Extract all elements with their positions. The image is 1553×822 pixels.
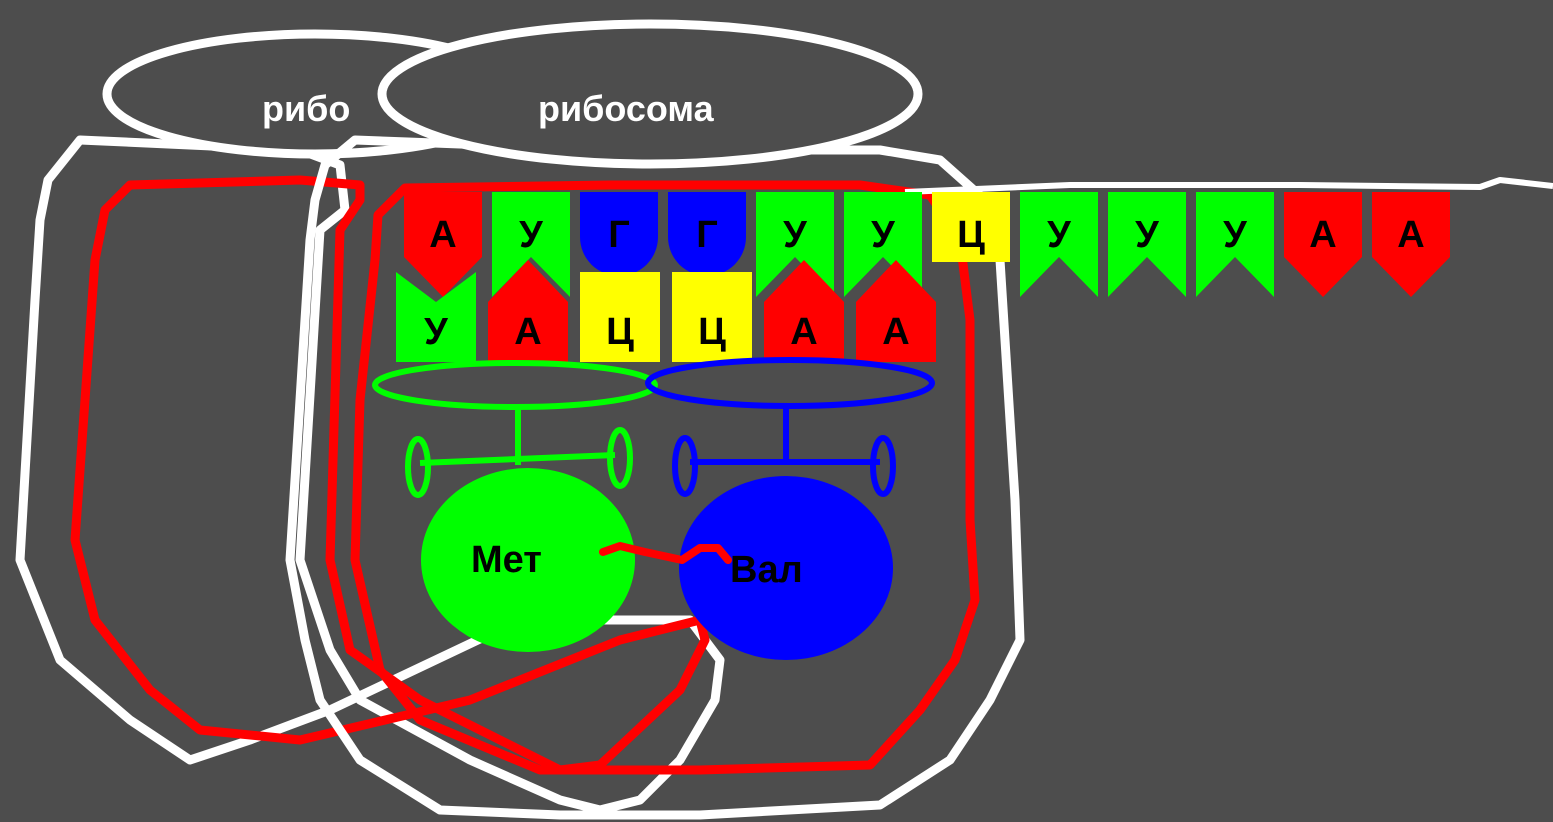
ribosome-front-label: рибосома <box>538 88 715 129</box>
mrna-base-letter: А <box>1309 214 1336 256</box>
mrna-base-shape <box>580 192 658 276</box>
amino-acid-met-circle <box>421 468 635 652</box>
trna-anticodon-letter: Ц <box>606 311 634 353</box>
trna-met-arm-right-loop <box>607 427 633 489</box>
trna-val-arm-left-loop <box>672 435 698 497</box>
ribosome-front-label-oval <box>377 19 923 169</box>
trna-val-arm-right-loop <box>870 435 896 497</box>
trna-anticodon-letter: А <box>514 311 541 353</box>
mrna-base: Г <box>668 192 746 276</box>
mrna-base-shape <box>1108 192 1186 297</box>
trna-anticodon-base: У <box>396 272 476 362</box>
trna-anticodon-letter: А <box>882 311 909 353</box>
mrna-base-shape <box>932 192 1010 262</box>
trna-val-head <box>645 357 935 409</box>
mrna-base-letter: Г <box>608 214 630 256</box>
ribosome-front: рибосома <box>285 19 1025 820</box>
mrna-base: У <box>1108 192 1186 297</box>
trna-met-arm <box>419 452 616 466</box>
mrna-base-shape <box>404 192 482 297</box>
mrna-base: У <box>492 192 570 297</box>
trna-met <box>372 360 658 498</box>
ribosome-back-label: рибо <box>262 88 350 129</box>
mrna-strand <box>904 177 1553 195</box>
trna-val <box>645 357 935 497</box>
trna-anticodon-shape <box>856 260 936 362</box>
trna-anticodon-shape <box>764 260 844 362</box>
mrna-base-letter: Г <box>696 214 718 256</box>
mrna-base-letter: Ц <box>957 214 985 256</box>
mrna-base-letter: А <box>1397 214 1424 256</box>
ribosome-front-body <box>350 180 980 775</box>
mrna-base-shape <box>492 192 570 297</box>
amino-acid-met: Мет <box>421 468 635 652</box>
mrna-base: У <box>756 192 834 297</box>
mrna-base: А <box>1284 192 1362 297</box>
trna-anticodon-shape <box>672 272 752 362</box>
mrna-base-shape <box>1372 192 1450 297</box>
mrna-base-shape <box>668 192 746 276</box>
trna-anticodon-letter: Ц <box>698 311 726 353</box>
trna-anticodon-base: А <box>856 260 936 362</box>
mrna-base: У <box>1020 192 1098 297</box>
trna-anticodon-shape <box>580 272 660 362</box>
mrna-base-shape <box>1284 192 1362 297</box>
mrna-base: А <box>404 192 482 297</box>
amino-acid-val-circle <box>679 476 893 660</box>
mrna-base-letter: А <box>429 214 456 256</box>
trna-anticodon-base: Ц <box>580 272 660 362</box>
mrna-base-shape <box>1196 192 1274 297</box>
trna-anticodon-base: А <box>488 260 568 362</box>
trna-anticodon-letter: У <box>424 311 448 353</box>
mrna-base-letter: У <box>783 214 807 256</box>
trna-anticodon-letter: А <box>790 311 817 353</box>
ribosome-back-outline <box>15 135 725 815</box>
ribosome-front-outline <box>285 135 1025 820</box>
mrna-base: А <box>1372 192 1450 297</box>
trna-anticodon-shape <box>488 260 568 362</box>
mrna-base: У <box>1196 192 1274 297</box>
amino-acid-val-label: Вал <box>730 549 803 591</box>
mrna-base-shape <box>1020 192 1098 297</box>
mrna-base-letter: У <box>1135 214 1159 256</box>
mrna-base-letter: У <box>519 214 543 256</box>
mrna-base-letter: У <box>1223 214 1247 256</box>
trna-met-arm-left-loop <box>405 436 431 498</box>
peptide-bond <box>599 542 732 564</box>
mrna-base-shape <box>756 192 834 297</box>
amino-acid-val: Вал <box>679 476 893 660</box>
trna-anticodon-base: А <box>764 260 844 362</box>
amino-acid-met-label: Мет <box>471 539 542 581</box>
ribosome-back-body <box>70 175 710 775</box>
trna-met-head <box>372 360 658 410</box>
mrna-base: Г <box>580 192 658 276</box>
mrna-base-letter: У <box>871 214 895 256</box>
mrna-base: Ц <box>932 192 1010 262</box>
mrna-base-letter: У <box>1047 214 1071 256</box>
trna-anticodon-base: Ц <box>672 272 752 362</box>
trna-anticodon-shape <box>396 272 476 362</box>
